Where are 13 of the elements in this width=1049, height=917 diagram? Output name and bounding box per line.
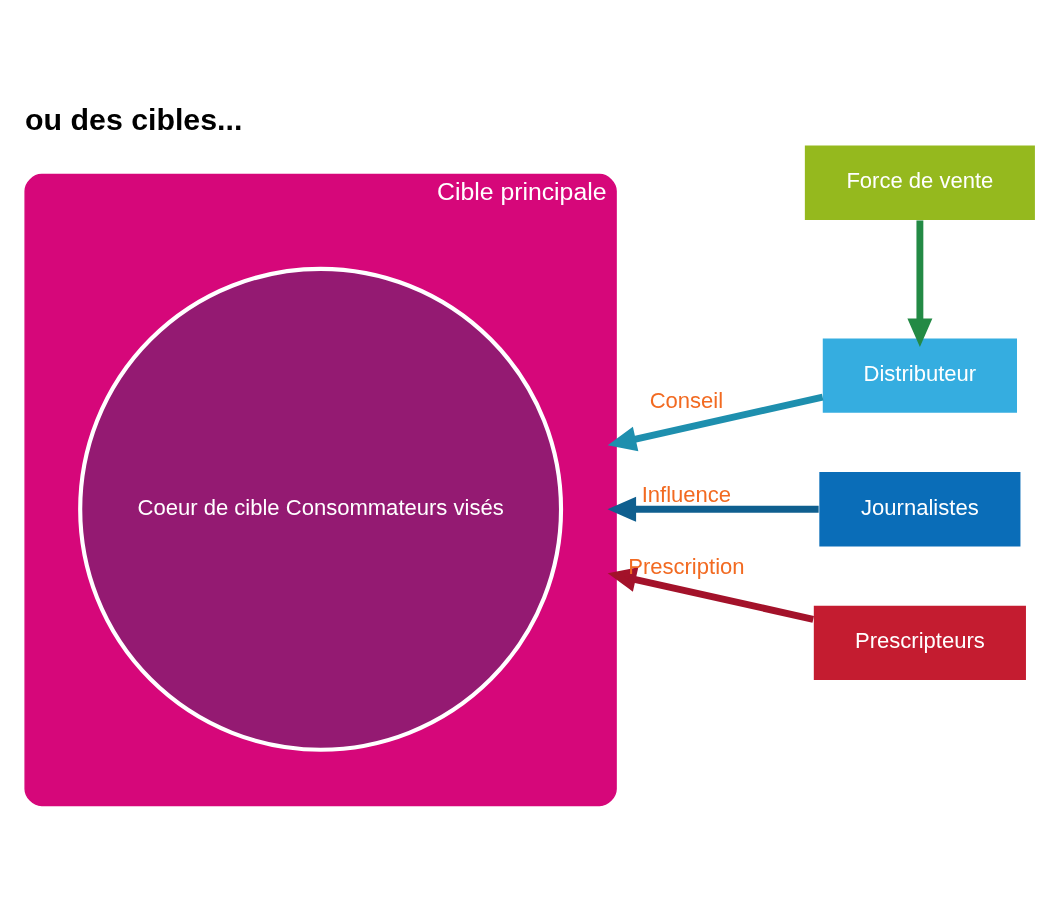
edge-label: Conseil: [649, 387, 724, 413]
node-box: Prescripteurs: [813, 605, 1026, 680]
arrow: [607, 496, 819, 522]
edge-label: Prescription: [628, 553, 745, 579]
node-circle: Coeur de cible Consommateurs visés: [78, 266, 564, 752]
node-box: Force de vente: [804, 145, 1035, 220]
arrow: [607, 566, 814, 623]
arrow: [607, 393, 824, 451]
node-box: Distributeur: [822, 337, 1017, 413]
node-box: Journalistes: [819, 471, 1021, 546]
arrow: [907, 219, 933, 347]
diagram-title: ou des cibles...: [25, 102, 243, 136]
edge-label: Influence: [641, 481, 732, 507]
